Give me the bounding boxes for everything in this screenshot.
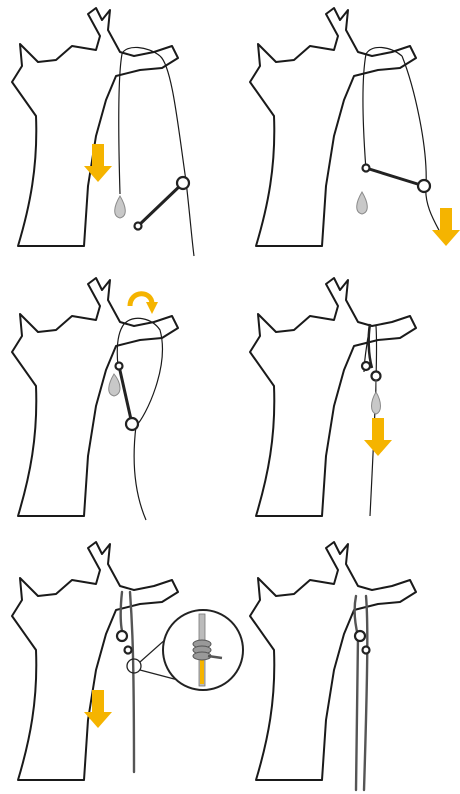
step-5-panel [0, 540, 250, 790]
throw-line [117, 318, 162, 520]
throw-bag-icon [357, 192, 368, 214]
step-3-panel [0, 276, 225, 526]
rope-segment [366, 168, 424, 186]
throw-bag-icon [109, 374, 120, 396]
knot-detail-icon [163, 610, 243, 690]
step-2-panel [238, 6, 460, 261]
large-ring-icon [126, 418, 138, 430]
small-ring-icon [116, 363, 123, 370]
rope-left-strand [355, 596, 358, 790]
arrow-down-icon [432, 208, 460, 246]
rope-segment [138, 183, 183, 226]
throw-bag-icon [372, 392, 381, 414]
rope-segment [119, 366, 132, 424]
small-ring-icon [363, 165, 370, 172]
step-1-panel [0, 6, 225, 261]
curved-arrow-head [146, 302, 158, 314]
throw-line-end [160, 56, 194, 256]
tree-outline [250, 278, 416, 516]
throw-bag-icon [115, 196, 126, 218]
small-ring-icon [135, 223, 142, 230]
large-ring-icon [418, 180, 430, 192]
rope-right-strand [364, 596, 367, 790]
large-ring-icon [372, 372, 381, 381]
arrow-down-icon [364, 418, 392, 456]
step-6-panel [238, 540, 460, 794]
large-ring-icon [355, 631, 365, 641]
tree-outline [12, 542, 178, 780]
small-ring-icon [125, 647, 132, 654]
small-ring-icon [363, 647, 370, 654]
step-4-panel [238, 276, 460, 526]
tree-outline [12, 278, 178, 516]
throw-line-end [402, 56, 442, 236]
large-ring-icon [177, 177, 189, 189]
large-ring-icon [117, 631, 127, 641]
rope-main [130, 592, 134, 772]
tree-outline [250, 542, 416, 780]
tree-outline [250, 8, 416, 246]
small-ring-icon [362, 362, 370, 370]
